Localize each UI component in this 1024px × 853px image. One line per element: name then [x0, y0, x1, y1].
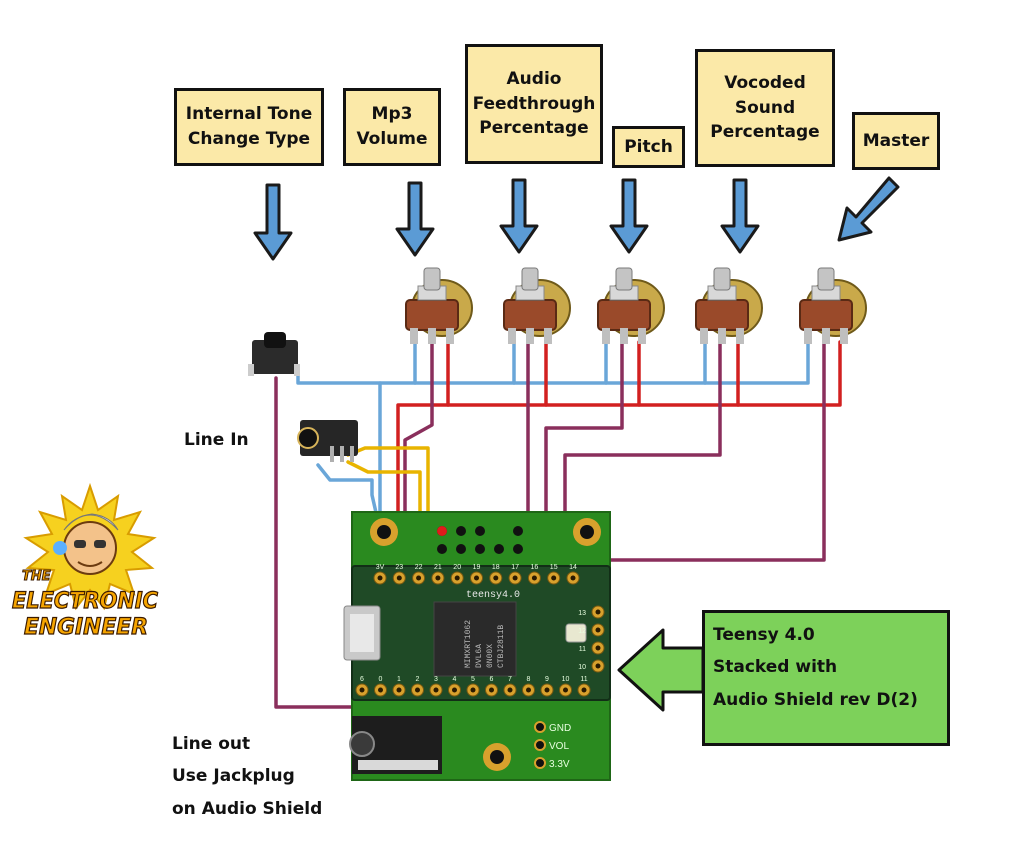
chip-label-3: 0N00X [486, 644, 495, 668]
usb-port-icon [343, 605, 381, 661]
bottom-pin-label-3: 1 [397, 676, 401, 683]
program-button [565, 623, 587, 643]
potentiometer-4-icon [695, 267, 763, 344]
logo-line-3: ENGINEER [24, 615, 148, 640]
shield-side-pads [534, 721, 546, 769]
label-vocoded: Vocoded Sound Percentage [695, 49, 835, 167]
callout-arrow-icon [617, 628, 705, 712]
down-arrows [253, 176, 900, 261]
callout-teensy: Teensy 4.0 Stacked with Audio Shield rev… [702, 610, 950, 746]
arrow-pitch-icon [609, 178, 649, 254]
bottom-pin-label-11: 9 [545, 676, 549, 683]
label-master: Master [852, 112, 940, 170]
label-line-in: Line In [184, 430, 249, 450]
chip-label-2: DVL6A [475, 644, 484, 668]
bottom-pin-label-5: 3 [434, 676, 438, 683]
bottom-pin-label-7: 5 [471, 676, 475, 683]
bottom-pin-label-9: 7 [508, 676, 512, 683]
top-pin-label-9: 16 [531, 564, 539, 571]
potentiometers [405, 267, 867, 344]
line-in-jack-icon [297, 420, 358, 462]
arrow-master-icon [837, 176, 900, 242]
arrow-audio-feedthrough-icon [499, 178, 539, 254]
shield-pin-3v3: 3.3V [549, 759, 570, 770]
potentiometer-5-icon [799, 267, 867, 344]
bottom-pin-label-10: 8 [527, 676, 531, 683]
top-pin-label-4: 21 [434, 564, 442, 571]
shield-pin-vol: VOL [549, 741, 569, 752]
potentiometer-3-icon [597, 267, 665, 344]
right-pin-label-4: 10 [578, 664, 586, 671]
bottom-pin-label-1: 6 [360, 676, 364, 683]
bottom-pin-label-8: 6 [490, 676, 494, 683]
right-pin-label-2: 12 [578, 628, 586, 635]
potentiometer-2-icon [503, 267, 571, 344]
bottom-pin-label-4: 2 [416, 676, 420, 683]
line-out-jack-icon [349, 716, 442, 774]
push-button-icon [248, 332, 300, 376]
potentiometer-1-icon [405, 267, 473, 344]
electronic-engineer-logo: THE ELECTRONIC ENGINEER [11, 482, 159, 641]
top-pin-label-6: 19 [473, 564, 481, 571]
shield-pin-gnd: GND [549, 723, 571, 734]
top-pin-label-2: 23 [395, 564, 403, 571]
label-internal-tone: Internal Tone Change Type [174, 88, 324, 166]
label-pitch: Pitch [612, 126, 685, 168]
chip-label-4: CTBJ2811B [497, 625, 506, 668]
wire-purple-button [274, 376, 354, 709]
right-pin-label-1: 13 [578, 610, 586, 617]
bottom-pin-label-2: 0 [379, 676, 383, 683]
processor-chip [433, 601, 517, 677]
top-pin-label-7: 18 [492, 564, 500, 571]
top-pin-label-5: 20 [453, 564, 461, 571]
wire-blue-bus [296, 340, 810, 385]
label-audio-feedthrough: Audio Feedthrough Percentage [465, 44, 603, 164]
bottom-pin-label-6: 4 [453, 676, 457, 683]
chip-label-1: MIMXRT1062 [464, 620, 473, 668]
wire-blue-jack [316, 463, 382, 532]
right-pin-label-3: 11 [579, 646, 586, 653]
arrow-internal-tone-icon [253, 183, 293, 261]
header-pads [437, 526, 523, 554]
top-pin-label-8: 17 [511, 564, 519, 571]
top-pin-label-11: 14 [569, 564, 577, 571]
wire-red-bus [396, 340, 842, 578]
logo-line-2: ELECTRONIC [12, 589, 158, 614]
logo-line-1: THE [22, 569, 51, 584]
top-pin-label-3: 22 [415, 564, 423, 571]
board-silk-name: teensy4.0 [466, 590, 520, 601]
bottom-pin-label-12: 10 [562, 676, 570, 683]
top-pin-label-10: 15 [550, 564, 558, 571]
label-line-out: Line out Use Jackplug on Audio Shield [172, 734, 323, 819]
arrow-vocoded-icon [720, 178, 760, 254]
wire-purple-pot3 [544, 340, 624, 578]
bottom-pin-label-13: 11 [580, 676, 587, 683]
arrow-mp3-volume-icon [395, 181, 435, 257]
label-mp3-volume: Mp3 Volume [343, 88, 441, 166]
top-pin-label-1: 3V [376, 564, 385, 571]
